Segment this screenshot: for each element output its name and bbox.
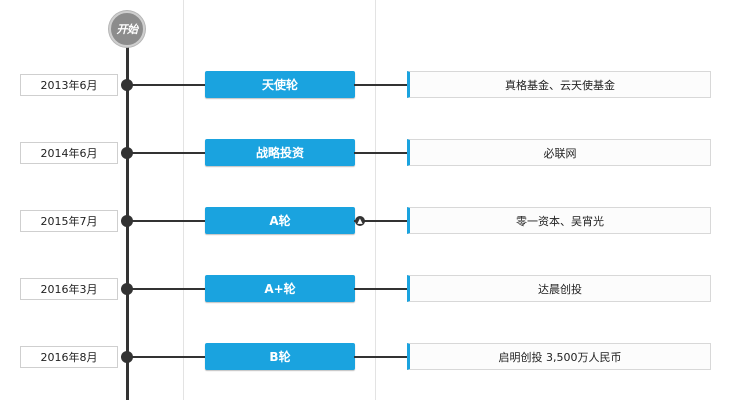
timeline-dot xyxy=(121,351,133,363)
investor-label: 真格基金、云天使基金 xyxy=(407,71,711,98)
investor-label: 零一资本、吴宵光 xyxy=(407,207,711,234)
investor-label: 启明创投 3,500万人民币 xyxy=(407,343,711,370)
connector-line xyxy=(127,84,206,86)
round-label: A+轮 xyxy=(205,275,355,302)
column-divider-1 xyxy=(183,0,184,400)
investor-label: 必联网 xyxy=(407,139,711,166)
round-label: A轮 xyxy=(205,207,355,234)
timeline-row: 2015年7月 A轮 ▲ 零一资本、吴宵光 xyxy=(0,206,730,240)
round-label: B轮 xyxy=(205,343,355,370)
column-divider-2 xyxy=(375,0,376,400)
date-label: 2015年7月 xyxy=(20,210,118,232)
connector-line xyxy=(127,152,206,154)
timeline-row: 2016年3月 A+轮 达晨创投 xyxy=(0,274,730,308)
date-label: 2014年6月 xyxy=(20,142,118,164)
connector-line xyxy=(354,152,408,154)
start-node: 开始 xyxy=(109,11,145,47)
timeline-dot xyxy=(121,283,133,295)
timeline-dot xyxy=(121,79,133,91)
connector-line xyxy=(354,220,408,222)
connector-line xyxy=(354,356,408,358)
date-label: 2016年8月 xyxy=(20,346,118,368)
connector-line xyxy=(354,84,408,86)
timeline-row: 2014年6月 战略投资 必联网 xyxy=(0,138,730,172)
connector-line xyxy=(354,288,408,290)
timeline-row: 2016年8月 B轮 启明创投 3,500万人民币 xyxy=(0,342,730,376)
connector-line xyxy=(127,356,206,358)
date-label: 2016年3月 xyxy=(20,278,118,300)
round-label: 战略投资 xyxy=(205,139,355,166)
connector-line xyxy=(127,288,206,290)
timeline-dot xyxy=(121,215,133,227)
up-arrow-icon: ▲ xyxy=(355,216,365,226)
timeline-row: 2013年6月 天使轮 真格基金、云天使基金 xyxy=(0,70,730,104)
round-label: 天使轮 xyxy=(205,71,355,98)
date-label: 2013年6月 xyxy=(20,74,118,96)
timeline-dot xyxy=(121,147,133,159)
connector-line xyxy=(127,220,206,222)
investor-label: 达晨创投 xyxy=(407,275,711,302)
